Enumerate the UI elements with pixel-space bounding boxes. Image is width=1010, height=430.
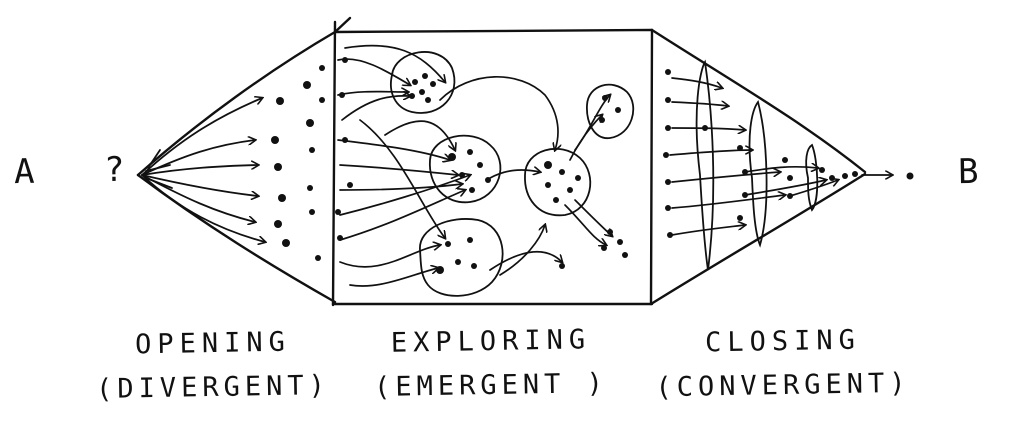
exploring-dots	[335, 57, 628, 274]
closing-funnel-top-edge	[650, 28, 867, 174]
exploring-box-top-edge	[333, 28, 654, 34]
exploring-box-top-tick	[333, 16, 352, 34]
exploring-arrows	[337, 44, 612, 287]
phase-exploring-title: EXPLORING	[390, 324, 592, 359]
question-mark-label: ?	[103, 149, 125, 191]
opening-dots	[271, 65, 325, 261]
exploring-box-right-edge	[649, 28, 654, 306]
phase-exploring-subtitle: (EMERGENT )	[373, 367, 609, 404]
exploring-clusters	[390, 51, 819, 297]
closing-funnel-bottom-edge	[649, 172, 867, 306]
opening-funnel-top-edge	[136, 30, 337, 177]
exploring-box-left-edge	[331, 20, 337, 307]
start-point-label: A	[13, 151, 35, 193]
end-point-label: B	[957, 151, 979, 193]
closing-dots	[663, 69, 914, 238]
opening-arrows	[141, 98, 265, 242]
closing-arrows	[669, 77, 892, 236]
phase-closing-title: CLOSING	[704, 324, 862, 359]
phase-closing-subtitle: (CONVERGENT)	[655, 367, 911, 404]
